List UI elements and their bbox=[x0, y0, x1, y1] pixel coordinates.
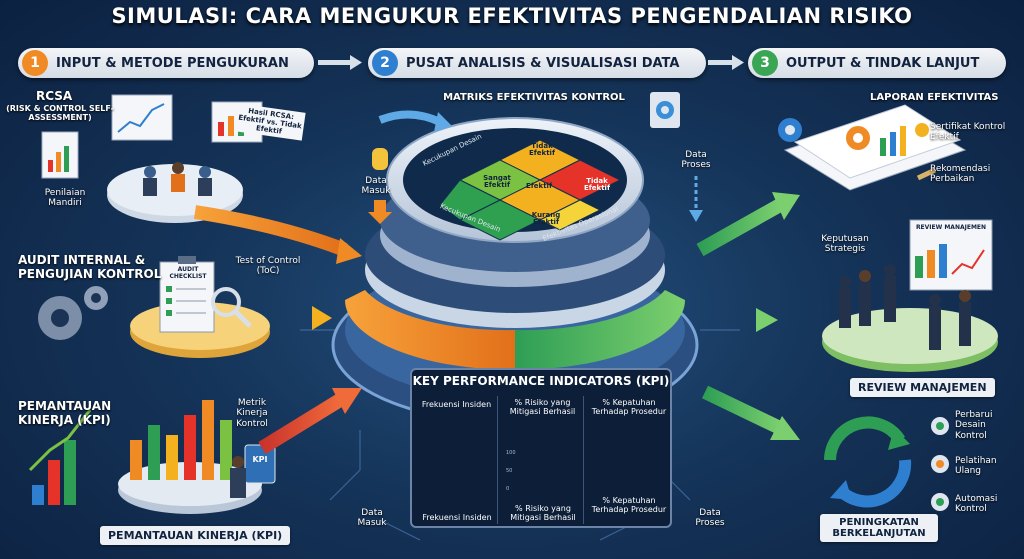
cell-tidak-efektif-top: Tidak Efektif bbox=[528, 142, 556, 157]
pemantauan-bottom-label: PEMANTAUAN KINERJA (KPI) bbox=[100, 526, 291, 545]
data-masuk-bottom-label: Data Masuk bbox=[357, 508, 387, 529]
audit-scene bbox=[38, 256, 270, 358]
keputusan-label: Keputusan Strategis bbox=[821, 234, 869, 255]
axis-tick-0: 0 bbox=[506, 486, 510, 492]
effectiveness-matrix bbox=[439, 139, 622, 241]
phase-2-number: 2 bbox=[372, 50, 398, 76]
matrix-title: MATRIKS EFEKTIVITAS KONTROL bbox=[443, 92, 625, 103]
report-scene bbox=[778, 104, 967, 191]
kpi-panel: KEY PERFORMANCE INDICATORS (KPI) Frekuen… bbox=[410, 368, 672, 528]
kpi-col-mitigasi: % Risiko yang Mitigasi Berhasil 100 50 0… bbox=[502, 396, 584, 524]
arrow-rcsa-to-center bbox=[193, 205, 348, 257]
peningkatan-title: PENINGKATAN BERKELANJUTAN bbox=[820, 514, 938, 542]
pemantauan-title: PEMANTAUAN KINERJA (KPI) bbox=[18, 399, 112, 427]
arrow-center-to-report bbox=[696, 198, 784, 257]
phase-2-label: PUSAT ANALISIS & VISUALISASI DATA bbox=[406, 55, 680, 71]
cell-tidak-efektif-right: Tidak Efektif bbox=[583, 177, 611, 192]
improvement-cycle bbox=[824, 416, 949, 511]
page-title: SIMULASI: CARA MENGUKUR EFEKTIVITAS PENG… bbox=[111, 4, 913, 28]
perbarui-label: Perbarui Desain Kontrol bbox=[955, 410, 993, 441]
arrow-kpi-to-center bbox=[258, 394, 344, 454]
penilaian-mandiri-label: Penilaian Mandiri bbox=[44, 188, 86, 209]
cell-sangat-efektif: Sangat Efektif bbox=[483, 174, 511, 189]
cell-efektif: Efektif bbox=[525, 182, 553, 190]
phase-1-pill: 1 INPUT & METODE PENGUKURAN bbox=[18, 48, 314, 78]
rcsa-subtitle: (RISK & CONTROL SELF-ASSESSMENT) bbox=[6, 104, 114, 122]
phase-3-number: 3 bbox=[752, 50, 778, 76]
kpi-col2-head: % Risiko yang Mitigasi Berhasil bbox=[509, 398, 576, 417]
phase-3-pill: 3 OUTPUT & TINDAK LANJUT bbox=[748, 48, 1006, 78]
kpi-monitoring-scene bbox=[28, 400, 276, 514]
audit-checklist-label: AUDIT CHECKLIST bbox=[169, 266, 207, 280]
arrow-center-to-improve bbox=[701, 385, 784, 435]
kpi-tablet-label: KPI bbox=[252, 455, 268, 464]
review-scene bbox=[822, 219, 998, 372]
phase-arrow-1 bbox=[318, 55, 362, 70]
cell-kurang-efektif: Kurang Efektif bbox=[531, 211, 561, 226]
phase-1-label: INPUT & METODE PENGUKURAN bbox=[56, 55, 289, 71]
kpi-panel-title: KEY PERFORMANCE INDICATORS (KPI) bbox=[412, 374, 670, 388]
phase-3-label: OUTPUT & TINDAK LANJUT bbox=[786, 55, 980, 71]
pelatihan-label: Pelatihan Ulang bbox=[955, 456, 997, 477]
axis-tick-100: 100 bbox=[506, 450, 516, 456]
automasi-label: Automasi Kontrol bbox=[955, 494, 998, 515]
phase-2-pill: 2 PUSAT ANALISIS & VISUALISASI DATA bbox=[368, 48, 706, 78]
toc-label: Test of Control (ToC) bbox=[235, 256, 301, 277]
kpi-col3-foot: % Kepatuhan Terhadap Prosedur bbox=[591, 495, 667, 514]
data-masuk-arrow bbox=[368, 110, 452, 224]
sertifikat-label: Sertifikat Kontrol Efektif bbox=[930, 122, 1006, 143]
data-proses-top-label: Data Proses bbox=[681, 150, 711, 171]
rcsa-title: RCSA bbox=[36, 89, 73, 103]
kpi-col-frekuensi: Frekuensi Insiden Frekuensi Insiden bbox=[416, 396, 498, 524]
data-proses-arrow bbox=[650, 92, 703, 222]
kpi-col3-head: % Kepatuhan Terhadap Prosedur bbox=[591, 398, 667, 417]
review-board-label: REVIEW MANAJEMEN bbox=[915, 224, 987, 231]
data-proses-bottom-label: Data Proses bbox=[695, 508, 725, 529]
phase-1-number: 1 bbox=[22, 50, 48, 76]
kpi-col1-foot: Frekuensi Insiden bbox=[422, 512, 492, 522]
axis-tick-50: 50 bbox=[506, 468, 513, 474]
phase-arrow-2 bbox=[708, 55, 744, 70]
kpi-col-kepatuhan: % Kepatuhan Terhadap Prosedur % Kepatuha… bbox=[588, 396, 670, 524]
metrik-kinerja-label: Metrik Kinerja Kontrol bbox=[236, 398, 268, 429]
review-title: REVIEW MANAJEMEN bbox=[850, 378, 995, 397]
kpi-col2-axis: 100 50 0 bbox=[506, 444, 516, 498]
rekomendasi-label: Rekomendasi Perbaikan bbox=[930, 164, 991, 185]
kpi-col1-head: Frekuensi Insiden bbox=[421, 400, 492, 409]
laporan-title: LAPORAN EFEKTIVITAS bbox=[870, 92, 999, 103]
data-masuk-top-label: Data Masuk bbox=[361, 176, 391, 197]
audit-title: AUDIT INTERNAL & PENGUJIAN KONTROL bbox=[18, 253, 162, 281]
kpi-col2-foot: % Risiko yang Mitigasi Berhasil bbox=[510, 503, 576, 522]
